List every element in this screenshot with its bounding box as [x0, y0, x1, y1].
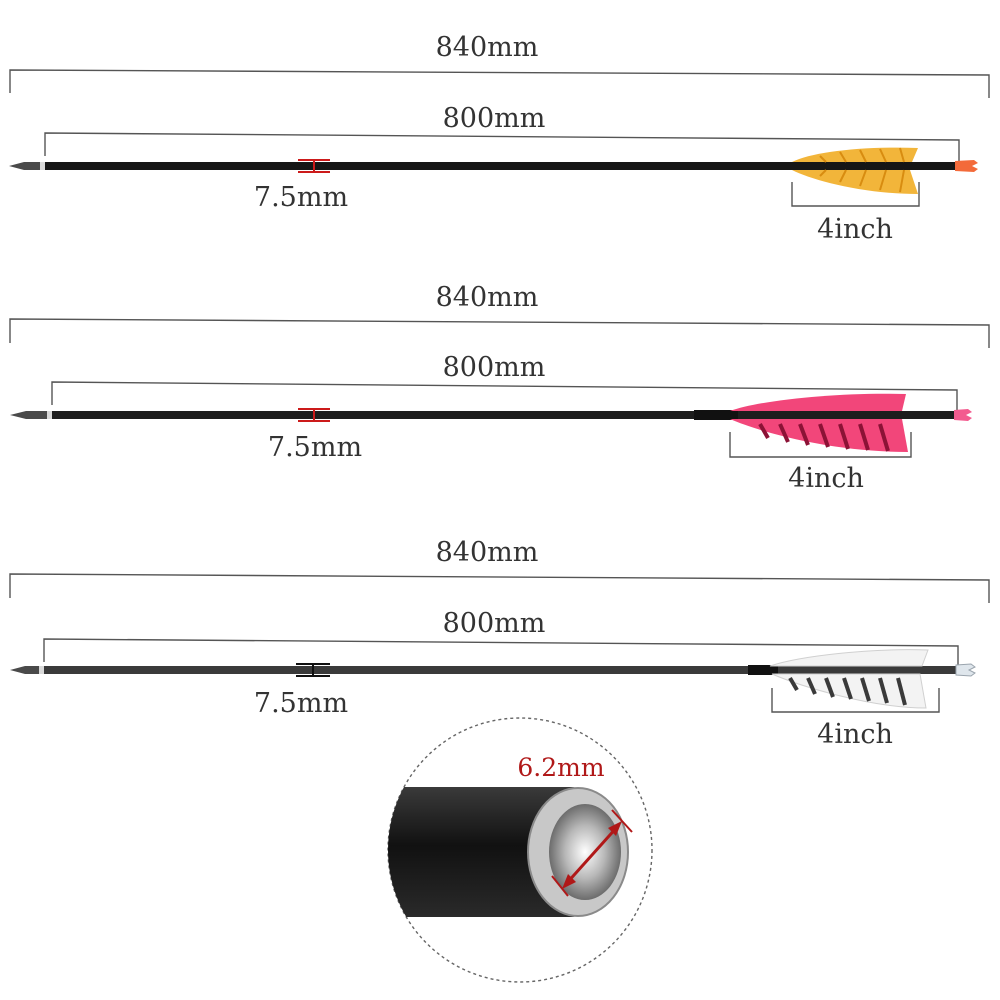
- shaft-length-bracket: [44, 132, 960, 163]
- arrow-nock: [955, 160, 978, 172]
- arrow-nock: [955, 663, 976, 677]
- point-ring: [47, 411, 52, 419]
- fletching: [769, 649, 929, 709]
- fletching-length-label: 4inch: [817, 719, 893, 750]
- diameter-marker: [296, 663, 330, 677]
- fletching-length-label: 4inch: [788, 463, 864, 494]
- shaft-length-bracket: [51, 381, 958, 413]
- arrow-point: [10, 411, 52, 419]
- arrow-2: 840mm 800mm 7.5mm 4inch: [9, 282, 990, 494]
- shaft-length-label: 800mm: [443, 608, 546, 639]
- arrow-point: [10, 666, 44, 674]
- total-length-label: 840mm: [436, 537, 539, 568]
- arrow-1: 840mm 800mm 7.5mm: [9, 32, 990, 245]
- diameter-marker: [298, 159, 330, 173]
- total-length-label: 840mm: [436, 32, 539, 63]
- arrow-point: [9, 162, 45, 170]
- diameter-marker: [298, 408, 330, 422]
- point-ring: [40, 162, 45, 170]
- fletching-length-bracket: [771, 688, 940, 713]
- inner-diameter-label: 6.2mm: [517, 753, 604, 782]
- shaft-length-label: 800mm: [443, 103, 546, 134]
- shaft-end-detail: 6.2mm: [387, 717, 653, 983]
- arrow-shaft: [45, 162, 955, 170]
- arrow-shaft: [44, 666, 956, 674]
- diameter-label: 7.5mm: [268, 432, 362, 463]
- fletching: [730, 393, 908, 452]
- arrow-shaft: [52, 411, 954, 419]
- shaft-length-label: 800mm: [443, 352, 546, 383]
- diameter-label: 7.5mm: [254, 182, 348, 213]
- total-length-bracket: [9, 318, 990, 348]
- diameter-label: 7.5mm: [254, 688, 348, 719]
- total-length-bracket: [9, 573, 990, 603]
- shaft-length-bracket: [43, 638, 959, 669]
- shaft-wrap: [748, 665, 778, 675]
- shaft-end-closeup: [388, 787, 629, 917]
- arrow-nock: [954, 409, 972, 421]
- total-length-bracket: [9, 69, 990, 98]
- fletching-length-bracket: [729, 432, 912, 458]
- point-ring: [39, 666, 44, 674]
- fletching-length-bracket: [791, 182, 920, 207]
- arrow-3: 840mm 800mm 7.5mm 4inch: [9, 537, 990, 750]
- inner-diameter-arrow: [551, 809, 633, 897]
- fletching: [792, 147, 918, 194]
- fletching-length-label: 4inch: [817, 214, 893, 245]
- total-length-label: 840mm: [436, 282, 539, 313]
- shaft-wrap: [694, 410, 738, 420]
